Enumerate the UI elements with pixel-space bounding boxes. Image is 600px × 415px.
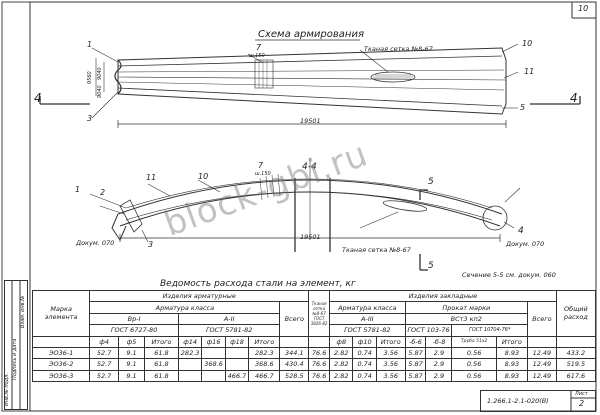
- col-izd-arm: Изделия арматурные: [89, 289, 310, 303]
- dim-left-1: 9560: [87, 71, 93, 84]
- h-phi16: ф16: [201, 335, 226, 348]
- h-itogo-2: Итого: [248, 335, 281, 348]
- elevation-view: [89, 158, 521, 271]
- table-title: Ведомость расхода стали на элемент, кг: [160, 279, 356, 289]
- prokat: Прокат марки: [404, 301, 529, 314]
- h-itogo-4: Итого: [495, 335, 529, 348]
- callout-10-top: 10: [522, 39, 533, 48]
- arm-class: Арматура класса: [89, 301, 281, 314]
- callout-1-bottom: 1: [75, 185, 81, 194]
- callout-11-top: 11: [524, 67, 535, 76]
- h-phi14: ф14: [177, 335, 203, 348]
- corner-number: 10: [578, 4, 589, 13]
- mesh-label-bottom: Тканая сетка №8-67: [342, 246, 411, 254]
- steel-consumption-table: Марка элемента Изделия арматурные Тканая…: [31, 289, 597, 383]
- sheet-number: 2: [579, 399, 585, 408]
- gost-prokat1: ГОСТ 103-76: [404, 324, 453, 337]
- section-55-note: Сечение 5-5 см. докум. 060: [462, 271, 556, 279]
- h-tube: Труба 51х2: [451, 335, 497, 348]
- h-s8: -б-8: [425, 335, 453, 348]
- callout-11-bottom: 11: [146, 173, 157, 182]
- callout-7-bottom: 7: [258, 161, 264, 170]
- gost-vr: ГОСТ 6727-80: [89, 324, 179, 337]
- class-a3: А-III: [329, 312, 406, 326]
- callout-3-bottom: 3: [148, 240, 154, 249]
- col-mesh: Тканая сетка №8-67 ГОСТ 3826-82: [308, 290, 331, 337]
- gost-a3: ГОСТ 5781-82: [329, 324, 406, 337]
- h-phi18: ф18: [224, 335, 250, 348]
- class-a2: А-II: [177, 312, 281, 326]
- col-marka: Марка элемента: [31, 290, 91, 337]
- callout-7: 7: [256, 43, 262, 52]
- h-phi10: ф10: [352, 335, 377, 348]
- gost-a: ГОСТ 5781-82: [177, 324, 281, 337]
- col-vsego: Всего: [279, 301, 310, 337]
- class-vr1: Вр-I: [89, 312, 179, 326]
- col-izd-zakl: Изделия закладные: [329, 289, 557, 303]
- arm-class2: Арматура класса: [329, 301, 406, 314]
- h-s6: -б-6: [404, 335, 427, 348]
- callout-5-bottom: 5: [428, 177, 434, 187]
- side-label-1: Инв.№ подл.: [4, 373, 10, 406]
- plan-view: [39, 39, 581, 128]
- step-label: ш.150: [249, 53, 265, 59]
- callout-3-top: 3: [87, 114, 93, 123]
- section-44: 4-4: [302, 162, 317, 172]
- h-phi8: ф8: [329, 335, 354, 348]
- document-code: 1.266.1-2.1-020(В): [487, 397, 549, 405]
- h-itogo-1: Итого: [144, 335, 179, 348]
- col-vsego2: Всего: [527, 301, 557, 337]
- step-label-2: ш.150: [255, 171, 271, 177]
- prokat-vst: ВСт3 кп2: [404, 312, 529, 326]
- callout-4: 4: [518, 226, 524, 236]
- title-block: 1.266.1-2.1-020(В) Лист 2: [480, 390, 596, 412]
- mesh-label-top: Тканая сетка №8-67: [364, 45, 433, 53]
- dim-left-3: 9040: [97, 85, 103, 98]
- side-label-2: Подпись и дата: [12, 338, 18, 380]
- col-obshiy: Общий расход: [555, 290, 597, 337]
- callout-10-bottom: 10: [198, 172, 209, 181]
- h-phi4: ф4: [89, 335, 119, 348]
- section-4-left: 4: [34, 91, 42, 105]
- document-right: Докум. 070: [506, 240, 545, 248]
- length-bottom: 19501: [300, 233, 321, 241]
- callout-5-bottom-2: 5: [428, 261, 434, 271]
- callout-5-top: 5: [520, 103, 526, 112]
- gost-prokat2: ГОСТ 10704-76*: [451, 324, 529, 337]
- h-itogo-3: Итого: [375, 335, 406, 348]
- sheet-label: Лист: [575, 391, 588, 397]
- document-left: Докум. 070: [76, 239, 115, 247]
- scheme-title: Схема армирования: [258, 29, 364, 40]
- dim-left-2: 9040: [97, 67, 103, 80]
- section-4-right: 4: [570, 91, 578, 105]
- side-stamp: Инв.№ подл. Подпись и дата Взам. инв.№: [4, 280, 28, 410]
- callout-1: 1: [87, 40, 93, 49]
- callout-2: 2: [100, 188, 106, 197]
- side-label-3: Взам. инв.№: [20, 295, 26, 328]
- h-phi5: ф5: [117, 335, 146, 348]
- length-top: 19501: [300, 117, 321, 125]
